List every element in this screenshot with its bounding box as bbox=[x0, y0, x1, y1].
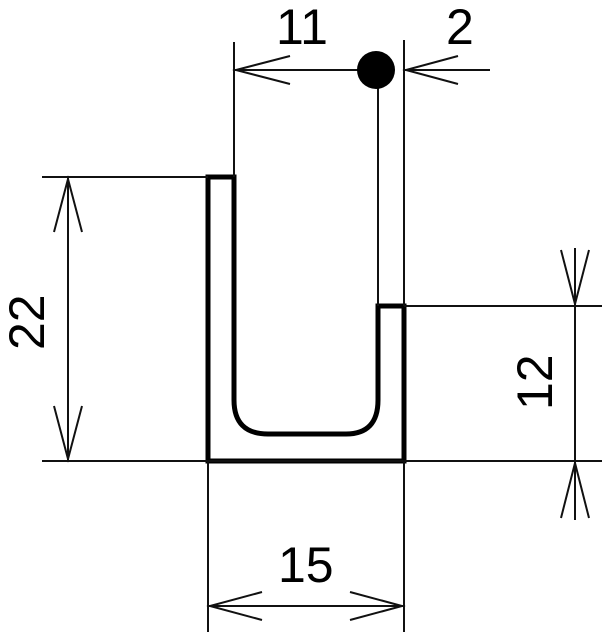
arrow-15-left bbox=[206, 591, 263, 621]
dimension-dot-marker bbox=[357, 51, 395, 89]
arrow-15-right bbox=[349, 591, 406, 621]
arrow-11-left bbox=[232, 55, 291, 85]
arrow-22-bottom bbox=[53, 405, 83, 463]
u-channel-profile bbox=[205, 174, 407, 464]
arrow-12-top bbox=[560, 249, 590, 308]
arrow-12-bottom bbox=[560, 462, 590, 519]
dimension-label-11: 11 bbox=[276, 0, 328, 55]
dimension-label-15: 15 bbox=[278, 537, 334, 593]
dimension-label-12: 12 bbox=[507, 354, 563, 410]
dimension-label-2: 2 bbox=[446, 0, 474, 55]
dimension-label-22: 22 bbox=[0, 294, 55, 350]
arrow-22-top bbox=[53, 175, 83, 233]
arrow-2-left bbox=[402, 55, 459, 85]
